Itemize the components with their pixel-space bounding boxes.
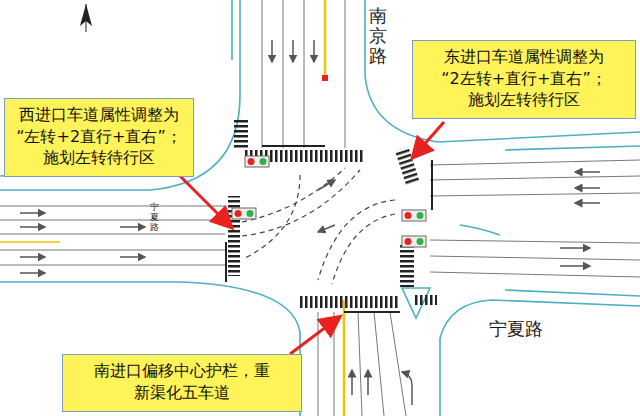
- callout-box: 东进口车道属性调整为 “2左转+直行+直右”； 施划左转待行区: [412, 40, 636, 119]
- crosswalk: [234, 120, 248, 150]
- center-line: [0, 0, 344, 416]
- road-name: 南京路: [369, 6, 387, 65]
- north-arrow: [80, 4, 92, 32]
- marker-dot: [322, 75, 328, 81]
- callout-text: 东进口车道属性调整为 “2左转+直行+直右”； 施划左转待行区: [439, 46, 609, 111]
- leader-arrow: [176, 122, 444, 354]
- stop-line: [226, 146, 432, 312]
- crosswalk: [415, 295, 437, 305]
- road-name: 宁夏路: [486, 316, 546, 342]
- callout-box: 南进口偏移中心护栏，重 新渠化五车道: [62, 354, 302, 412]
- signal-light: [232, 156, 426, 247]
- callout-text: 西进口车道属性调整为 “左转+2直行+直右”； 施划左转待行区: [14, 104, 184, 169]
- callout-box: 西进口车道属性调整为 “左转+2直行+直右”； 施划左转待行区: [4, 98, 194, 177]
- callout-text: 南进口偏移中心护栏，重 新渠化五车道: [91, 360, 273, 403]
- turn-guide: [242, 168, 395, 284]
- crosswalk: [400, 245, 414, 287]
- crosswalk: [300, 296, 400, 308]
- road-name: 宁夏路: [150, 203, 159, 233]
